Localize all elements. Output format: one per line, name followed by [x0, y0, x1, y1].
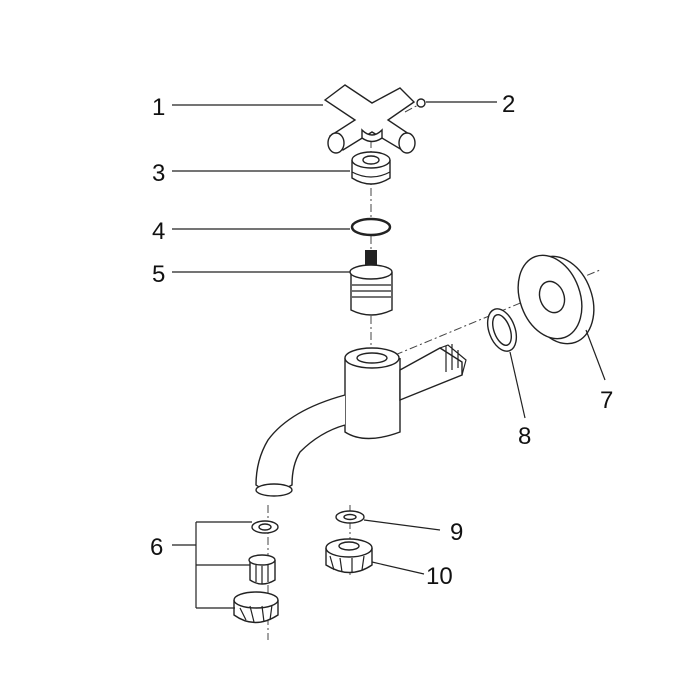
callout-3: 3 [152, 160, 165, 187]
cross-handle [323, 84, 416, 154]
o-ring [350, 217, 392, 237]
cap-ring [351, 151, 391, 185]
cartridge [349, 250, 393, 316]
outlet-washer [335, 510, 365, 524]
callout-10: 10 [426, 563, 453, 590]
outlet-adapter [325, 538, 373, 574]
tap-body [255, 344, 467, 497]
wall-rosette [517, 254, 595, 345]
callout-5: 5 [152, 261, 165, 288]
callout-4: 4 [152, 218, 165, 245]
callout-2: 2 [502, 91, 515, 118]
aerator-set [233, 520, 279, 624]
leader-line-8 [509, 351, 526, 419]
callout-7: 7 [600, 387, 613, 414]
screw-axis-line [404, 103, 421, 113]
wall-washer [486, 308, 518, 352]
callout-9: 9 [450, 519, 463, 546]
callout-1: 1 [152, 94, 165, 121]
leader-line-9 [363, 519, 441, 531]
callout-8: 8 [518, 423, 531, 450]
leader-line-6 [172, 521, 252, 609]
leader-line-10 [371, 561, 425, 575]
leader-line-7 [585, 329, 606, 381]
grub-screw [416, 98, 426, 108]
callout-6: 6 [150, 534, 163, 561]
horizontal-axis-line [394, 269, 601, 356]
